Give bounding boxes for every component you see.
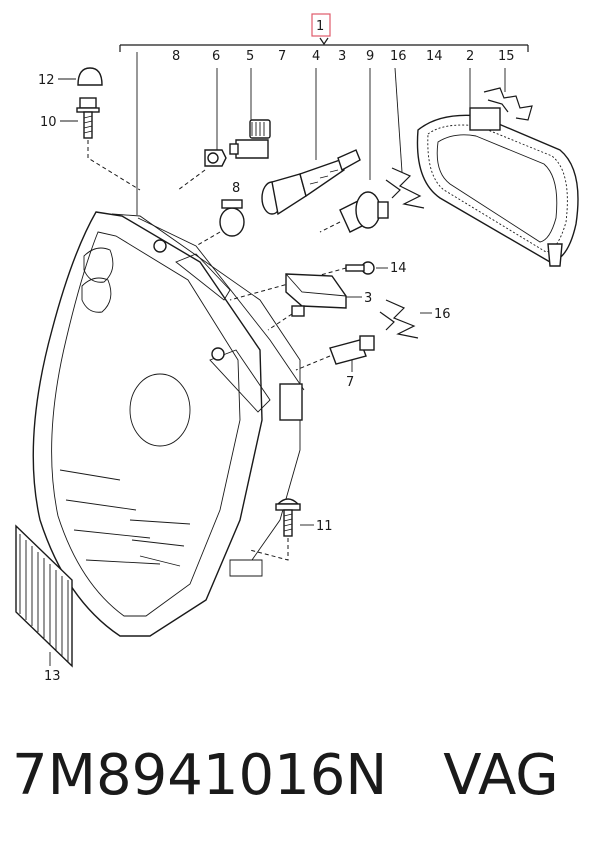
callout-bracket: 1 bbox=[119, 13, 529, 52]
part-12-cap: 12 bbox=[38, 67, 103, 88]
top-row-callouts: 8 6 5 7 4 3 9 16 14 2 15 bbox=[172, 49, 515, 64]
callout-1: 1 bbox=[316, 19, 324, 34]
part-16-spring-clip-lower: 16 bbox=[379, 299, 451, 339]
highlight-box-1 bbox=[311, 13, 331, 37]
part-13-lens-grille: 13 bbox=[15, 524, 73, 684]
callout-top-16: 16 bbox=[390, 49, 407, 64]
callout-top-8: 8 bbox=[172, 49, 180, 64]
callout-top-4: 4 bbox=[312, 49, 320, 64]
callout-3-mid: 3 bbox=[364, 291, 372, 306]
callout-top-14: 14 bbox=[426, 49, 443, 64]
part-5-bulb-holder bbox=[229, 119, 271, 159]
callout-11: 11 bbox=[316, 519, 333, 534]
callout-top-15: 15 bbox=[498, 49, 515, 64]
callout-top-3: 3 bbox=[338, 49, 346, 64]
part-6-small-bulb bbox=[177, 149, 227, 191]
callout-top-9: 9 bbox=[366, 49, 374, 64]
callout-8-mid: 8 bbox=[232, 181, 240, 196]
callout-top-6: 6 bbox=[212, 49, 220, 64]
callout-12: 12 bbox=[38, 73, 55, 88]
callout-13: 13 bbox=[44, 669, 61, 684]
part-7-bulb: 7 bbox=[295, 335, 375, 390]
callout-16-mid: 16 bbox=[434, 307, 451, 322]
part-4-harness bbox=[261, 149, 361, 216]
leader-lines bbox=[136, 52, 506, 215]
callout-top-5: 5 bbox=[246, 49, 254, 64]
part-8-bulb: 8 bbox=[195, 181, 245, 247]
part-number: 7M8941016N bbox=[12, 742, 388, 808]
callout-14-mid: 14 bbox=[390, 261, 407, 276]
part-2-cover bbox=[416, 107, 579, 267]
callout-7-mid: 7 bbox=[346, 375, 354, 390]
callout-top-2: 2 bbox=[466, 49, 474, 64]
brand-name: VAG bbox=[443, 742, 559, 808]
headlight-housing bbox=[32, 211, 305, 637]
callout-top-7: 7 bbox=[278, 49, 286, 64]
callout-10: 10 bbox=[40, 115, 57, 130]
part-3-motor: 3 bbox=[267, 273, 372, 331]
part-10-bolt: 10 bbox=[40, 97, 141, 191]
headlight-exploded-diagram: 1 8 6 5 7 4 3 9 16 14 2 15 12 10 bbox=[15, 13, 579, 684]
part-15-wire-clip bbox=[483, 87, 533, 121]
part-9-main-bulb bbox=[319, 191, 389, 233]
footer: 7M8941016N VAG bbox=[12, 735, 592, 815]
part-16-spring-clip-upper bbox=[385, 167, 425, 209]
part-14-screw: 14 bbox=[229, 261, 407, 301]
part-11-screw: 11 bbox=[249, 498, 333, 561]
